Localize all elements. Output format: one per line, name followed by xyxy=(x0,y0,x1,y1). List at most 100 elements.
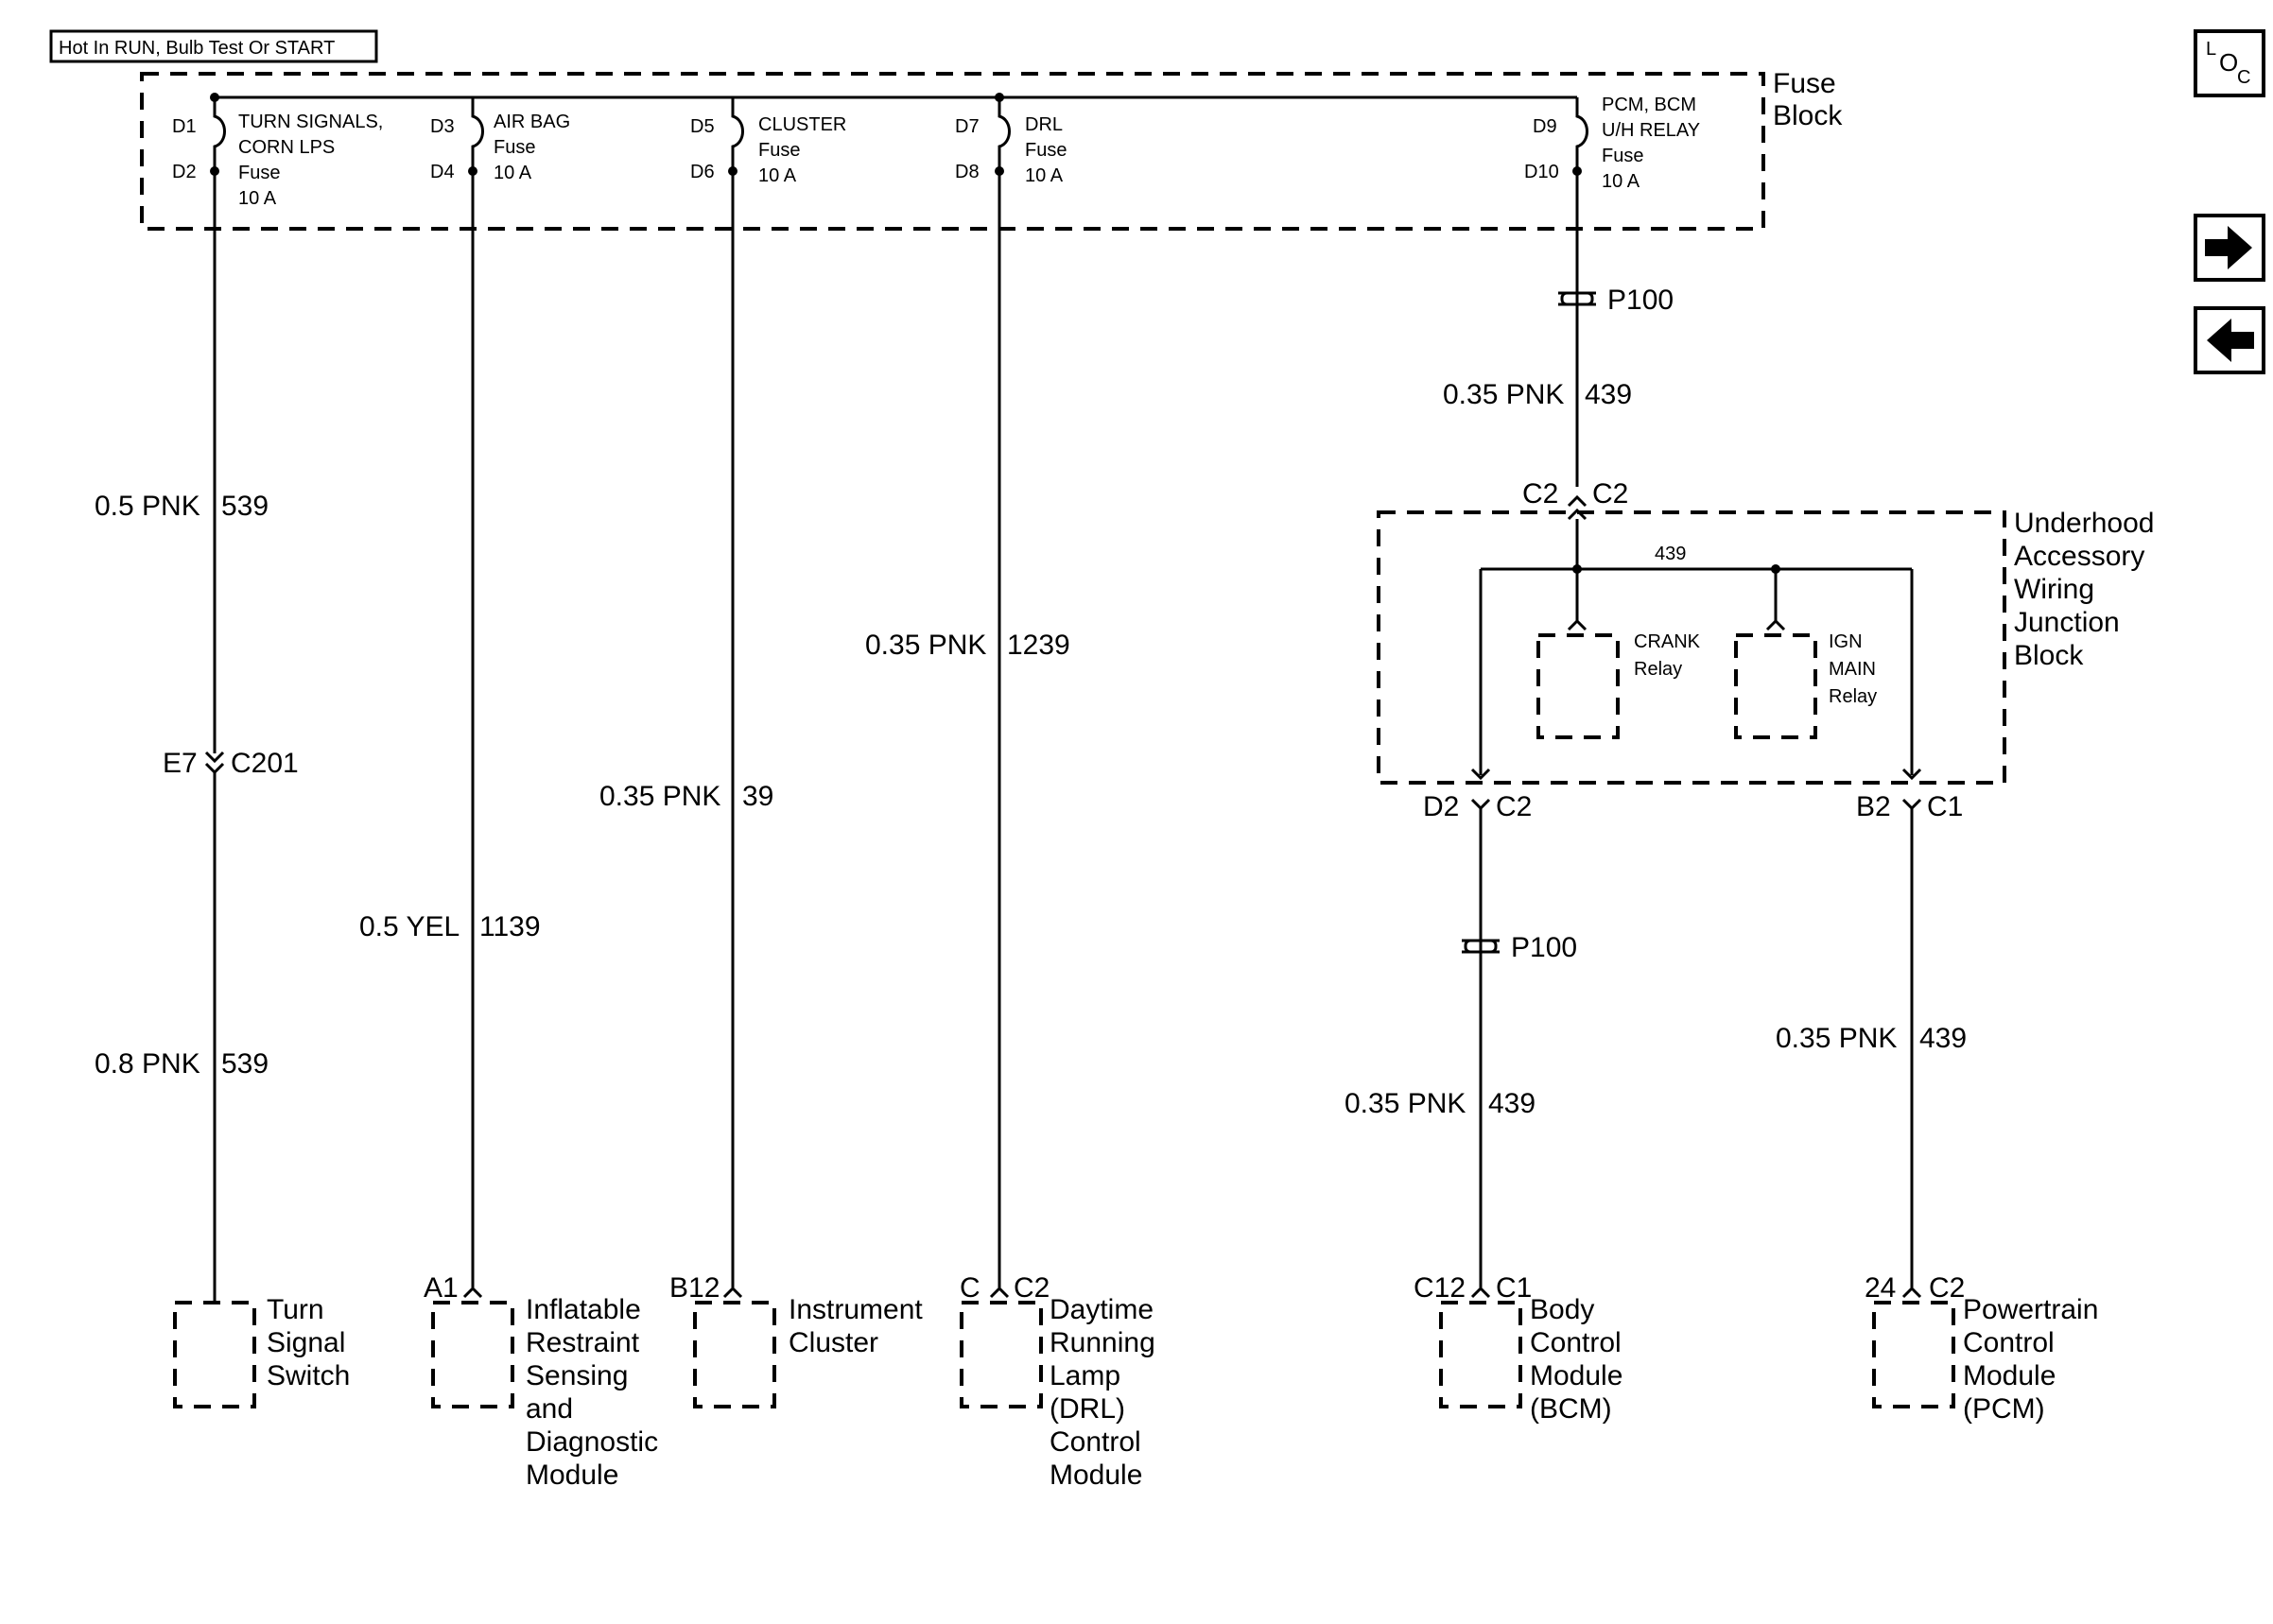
svg-text:Cluster: Cluster xyxy=(789,1327,878,1358)
svg-text:O: O xyxy=(2219,48,2238,77)
fuse-drl: D7 D8 DRL Fuse 10 A xyxy=(955,93,1067,186)
svg-text:Sensing: Sensing xyxy=(526,1360,628,1391)
svg-text:Wiring: Wiring xyxy=(2014,574,2094,605)
svg-text:Fuse: Fuse xyxy=(494,137,535,158)
crank-relay-box xyxy=(1536,633,1620,739)
svg-text:Fuse: Fuse xyxy=(1602,146,1643,166)
previous-page-button[interactable] xyxy=(2194,306,2265,374)
wire-539-upper-size: 0.5 PNK xyxy=(95,491,200,522)
svg-text:Inflatable: Inflatable xyxy=(526,1294,641,1325)
svg-text:Fuse: Fuse xyxy=(238,163,280,183)
wire-439-bcm-size: 0.35 PNK xyxy=(1345,1088,1466,1119)
svg-text:D1: D1 xyxy=(172,116,197,137)
svg-text:10 A: 10 A xyxy=(758,165,797,186)
svg-text:Diagnostic: Diagnostic xyxy=(526,1426,658,1458)
svg-text:CORN LPS: CORN LPS xyxy=(238,137,335,158)
svg-text:D10: D10 xyxy=(1524,162,1559,182)
svg-text:C1: C1 xyxy=(1927,791,1963,822)
wire-439-feed-circuit: 439 xyxy=(1585,379,1632,410)
svg-text:B2: B2 xyxy=(1856,791,1891,822)
svg-text:Running: Running xyxy=(1050,1327,1155,1358)
splice-p100-bcm: P100 xyxy=(1462,932,1577,963)
svg-text:Module: Module xyxy=(1050,1460,1142,1491)
sdm-connector-terminal xyxy=(462,1286,483,1299)
cluster-connector-terminal xyxy=(722,1286,743,1299)
svg-text:and: and xyxy=(526,1393,573,1425)
junction-block-outline xyxy=(1377,510,2006,785)
svg-text:Module: Module xyxy=(1963,1360,2056,1391)
svg-text:10 A: 10 A xyxy=(1025,165,1064,186)
ign-relay-box xyxy=(1734,633,1817,739)
svg-text:AIR BAG: AIR BAG xyxy=(494,112,570,132)
fuse-air-bag: D3 D4 AIR BAG Fuse 10 A xyxy=(430,97,570,183)
ujb-output-pcm-connector: B2 C1 xyxy=(1856,791,1963,822)
svg-text:Module: Module xyxy=(526,1460,618,1491)
svg-text:D3: D3 xyxy=(430,116,455,137)
svg-text:Relay: Relay xyxy=(1829,686,1877,707)
bcm-conn: C1 xyxy=(1496,1272,1532,1304)
svg-text:C2: C2 xyxy=(1496,791,1532,822)
svg-text:MAIN: MAIN xyxy=(1829,659,1876,680)
drl-connector-terminal xyxy=(989,1286,1010,1299)
junction-block-title: Underhood Accessory Wiring Junction Bloc… xyxy=(2014,508,2154,671)
sdm-pin: A1 xyxy=(424,1272,459,1304)
wire-39-circuit: 39 xyxy=(742,781,773,812)
svg-text:U/H RELAY: U/H RELAY xyxy=(1602,120,1700,141)
svg-text:Body: Body xyxy=(1530,1294,1594,1325)
svg-text:D9: D9 xyxy=(1533,116,1557,137)
fuse-turn-signals: D1 D2 TURN SIGNALS, CORN LPS Fuse 10 A xyxy=(172,93,383,209)
svg-text:D4: D4 xyxy=(430,162,455,182)
ujb-internal-bus xyxy=(1479,519,1914,775)
next-page-button[interactable] xyxy=(2194,214,2265,282)
svg-text:C2: C2 xyxy=(1522,478,1558,510)
wire-539-lower-circuit: 539 xyxy=(221,1048,269,1080)
svg-text:(DRL): (DRL) xyxy=(1050,1393,1125,1425)
wire-439-bcm-circuit: 439 xyxy=(1488,1088,1536,1119)
svg-text:PCM, BCM: PCM, BCM xyxy=(1602,95,1696,115)
svg-text:CLUSTER: CLUSTER xyxy=(758,114,846,135)
svg-text:Accessory: Accessory xyxy=(2014,541,2144,572)
cluster-pin: B12 xyxy=(669,1272,720,1304)
svg-text:10 A: 10 A xyxy=(1602,171,1640,192)
svg-text:TURN SIGNALS,: TURN SIGNALS, xyxy=(238,112,383,132)
svg-text:Junction: Junction xyxy=(2014,607,2120,638)
arrow-right-icon xyxy=(2205,226,2252,269)
power-source-text: Hot In RUN, Bulb Test Or START xyxy=(59,38,335,59)
fuse-block-outline xyxy=(140,72,1765,231)
pcm-box xyxy=(1872,1301,1955,1408)
svg-text:Relay: Relay xyxy=(1634,659,1682,680)
wire-1139-size: 0.5 YEL xyxy=(359,911,460,942)
ign-relay-terminal xyxy=(1765,618,1786,631)
svg-text:Daytime: Daytime xyxy=(1050,1294,1154,1325)
svg-text:D2: D2 xyxy=(172,162,197,182)
crank-relay-terminal xyxy=(1567,618,1588,631)
wire-439-feed-size: 0.35 PNK xyxy=(1443,379,1564,410)
svg-text:10 A: 10 A xyxy=(494,163,532,183)
ujb-entry-connector: C2 C2 xyxy=(1522,478,1628,521)
pcm-label: Powertrain Control Module (PCM) xyxy=(1963,1294,2098,1425)
drl-pin: C xyxy=(960,1272,980,1304)
ujb-internal-circuit: 439 xyxy=(1655,544,1686,564)
ign-relay-label: IGN MAIN Relay xyxy=(1829,631,1877,707)
svg-text:Powertrain: Powertrain xyxy=(1963,1294,2098,1325)
wire-1239-circuit: 1239 xyxy=(1007,630,1070,661)
svg-text:D8: D8 xyxy=(955,162,980,182)
svg-text:Control: Control xyxy=(1050,1426,1141,1458)
svg-text:Control: Control xyxy=(1963,1327,2055,1358)
svg-text:Signal: Signal xyxy=(267,1327,345,1358)
svg-text:IGN: IGN xyxy=(1829,631,1863,652)
svg-text:D5: D5 xyxy=(690,116,715,137)
wire-539-lower-size: 0.8 PNK xyxy=(95,1048,200,1080)
wire-539-upper-circuit: 539 xyxy=(221,491,269,522)
ujb-output-bcm-connector: D2 C2 xyxy=(1423,791,1532,822)
svg-text:D2: D2 xyxy=(1423,791,1459,822)
bcm-label: Body Control Module (BCM) xyxy=(1530,1294,1622,1425)
svg-text:C201: C201 xyxy=(231,748,299,779)
svg-text:Restraint: Restraint xyxy=(526,1327,640,1358)
location-button[interactable]: L O C xyxy=(2194,29,2265,97)
svg-text:Underhood: Underhood xyxy=(2014,508,2154,539)
svg-text:(PCM): (PCM) xyxy=(1963,1393,2045,1425)
svg-text:P100: P100 xyxy=(1511,932,1577,963)
svg-text:(BCM): (BCM) xyxy=(1530,1393,1612,1425)
